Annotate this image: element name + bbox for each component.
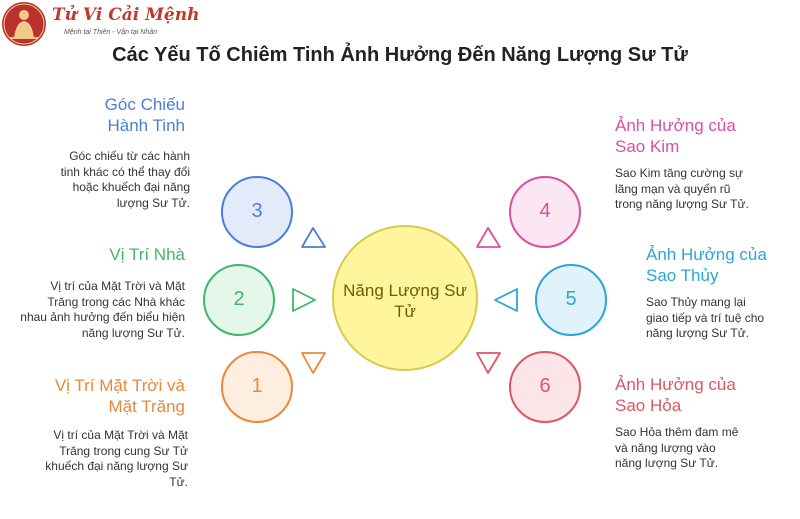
factor-heading-3: Góc Chiếu Hành Tinh: [104, 95, 185, 135]
arrow-triangle-1: [301, 352, 326, 374]
factor-description-6: Sao Hỏa thêm đam mê và năng lượng vào nă…: [615, 425, 739, 470]
page-title: Các Yếu Tố Chiêm Tinh Ảnh Hưởng Đến Năng…: [112, 44, 688, 66]
factor-number-4: 4: [539, 200, 551, 222]
factor-circle-2: [203, 264, 275, 336]
factor-description-1: Vị trí của Mặt Trời và Mặt Trăng trong c…: [45, 428, 188, 489]
factor-description-2: Vị trí của Mặt Trời và Mặt Trăng trong c…: [20, 279, 185, 340]
factor-number-3: 3: [251, 200, 263, 222]
factor-heading-6: Ảnh Hưởng của Sao Hỏa: [615, 375, 736, 415]
site-logo[interactable]: Tử Vi Cải Mệnh Mệnh tại Thiên - Vận tại …: [2, 2, 199, 46]
factor-circle-5: [535, 264, 607, 336]
factor-number-1: 1: [251, 375, 263, 397]
factor-description-3: Góc chiếu từ các hành tinh khác có thể t…: [60, 149, 190, 210]
factor-circle-4: [509, 176, 581, 248]
center-label: Năng Lượng Sư Tử: [343, 281, 467, 321]
center-circle: [332, 225, 478, 371]
factor-number-6: 6: [539, 375, 551, 397]
factor-circle-3: [221, 176, 293, 248]
logo-name: Tử Vi Cải Mệnh: [52, 5, 200, 25]
factor-heading-2: Vị Trí Nhà: [109, 245, 185, 264]
arrow-triangle-3: [301, 227, 326, 248]
factor-heading-5: Ảnh Hưởng của Sao Thủy: [646, 245, 767, 285]
factor-circle-1: [221, 351, 293, 423]
buddha-logo-icon: [2, 2, 46, 46]
factor-number-5: 5: [565, 288, 577, 310]
arrow-triangle-4: [476, 227, 501, 248]
arrow-triangle-2: [292, 288, 316, 312]
factor-heading-4: Ảnh Hưởng của Sao Kim: [615, 116, 736, 156]
factor-description-4: Sao Kim tăng cường sự lãng mạn và quyến …: [615, 166, 749, 211]
arrow-triangle-6: [476, 352, 501, 374]
arrow-triangle-5: [494, 288, 518, 312]
logo-tagline: Mệnh tại Thiên - Vận tại Nhân: [64, 29, 157, 36]
factor-description-5: Sao Thủy mang lại giao tiếp và trí tuệ c…: [646, 295, 765, 340]
factor-number-2: 2: [233, 288, 245, 310]
factor-circle-6: [509, 351, 581, 423]
factor-heading-1: Vị Trí Mặt Trời và Mặt Trăng: [54, 376, 185, 416]
